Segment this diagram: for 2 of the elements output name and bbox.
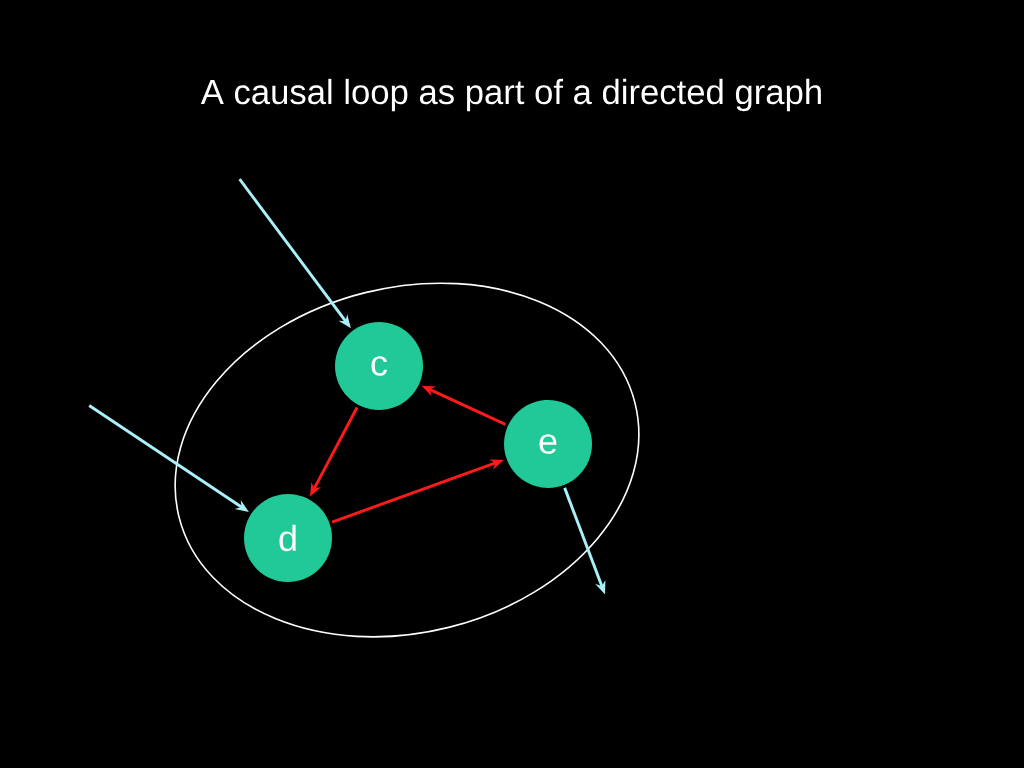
title: A causal loop as part of a directed graph <box>200 78 821 112</box>
ellipse-outline <box>174 282 640 638</box>
